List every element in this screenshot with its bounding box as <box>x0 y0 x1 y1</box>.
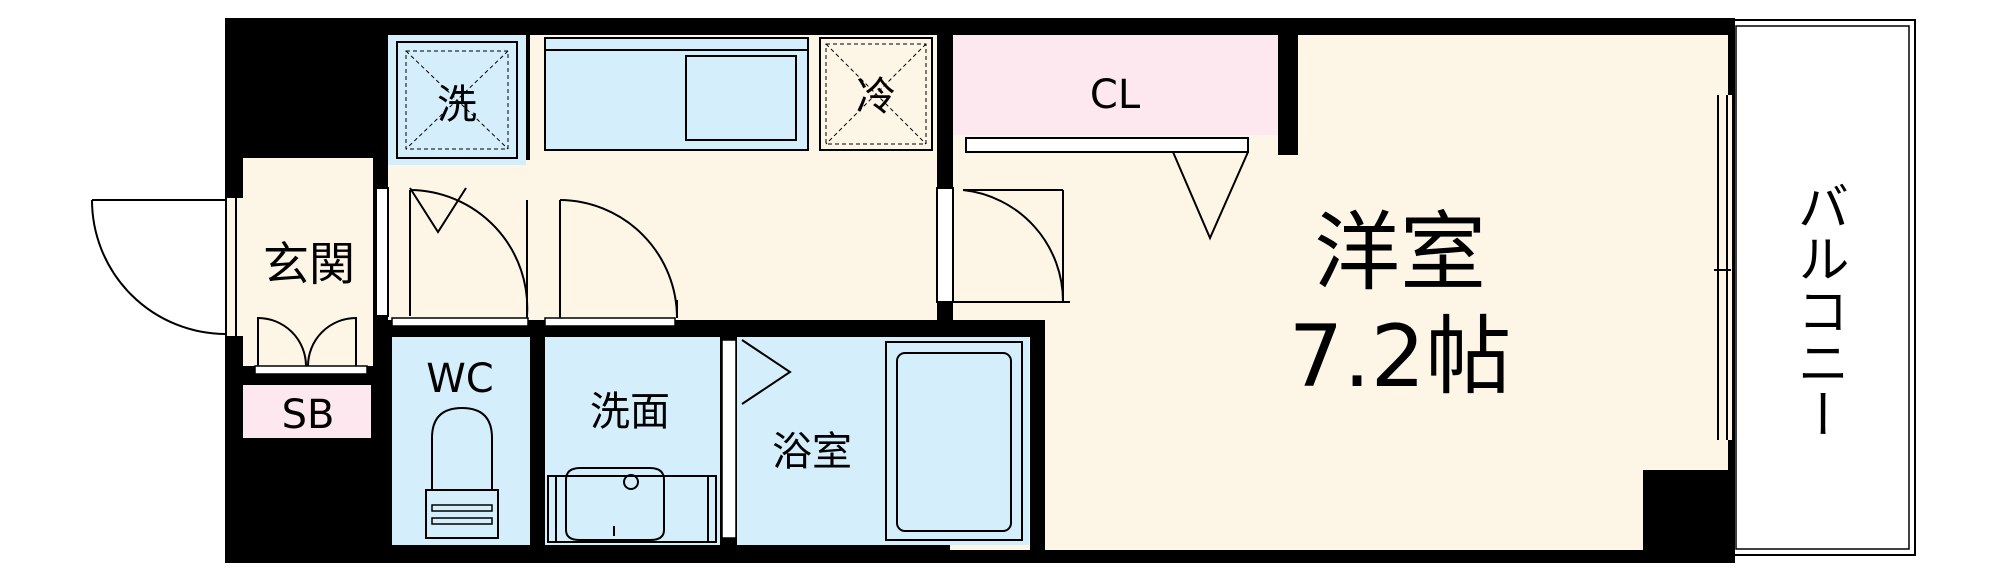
hall-floor <box>388 160 940 320</box>
room-door <box>936 187 1070 303</box>
washroom-floor <box>545 337 720 545</box>
western-room-size: 7.2帖 <box>1289 307 1512 407</box>
washroom-door <box>544 199 678 327</box>
fridge-label: 冷 <box>856 74 896 120</box>
closet-label: CL <box>1090 72 1141 118</box>
closet-area <box>953 35 1278 135</box>
western-room-name: 洋室 <box>1314 203 1486 303</box>
washroom-label: 洗面 <box>590 389 670 435</box>
bath-door <box>721 339 792 539</box>
hall-door <box>375 187 529 317</box>
toilet-fixture <box>425 406 499 539</box>
shoe-box-area <box>243 385 371 438</box>
shoe-cabinet-doors <box>254 316 368 375</box>
kitchen-counter <box>544 37 809 151</box>
closet-doors <box>965 137 1249 241</box>
bath-label: 浴室 <box>772 429 852 475</box>
wash-basin <box>547 467 717 543</box>
toilet-door <box>391 200 529 327</box>
entrance-label: 玄関 <box>263 237 355 291</box>
washer-pan <box>396 41 518 159</box>
balcony <box>1729 19 1916 556</box>
fridge-space <box>819 37 933 151</box>
entrance-floor <box>243 158 373 366</box>
entry-door <box>91 199 227 335</box>
balcony-window <box>1714 95 1732 440</box>
toilet-label: WC <box>426 356 493 402</box>
bathtub <box>885 341 1023 541</box>
shoe-box-label: SB <box>282 392 335 438</box>
balcony-label: バルコニー <box>1788 180 1848 440</box>
washer-label: 洗 <box>437 82 477 128</box>
